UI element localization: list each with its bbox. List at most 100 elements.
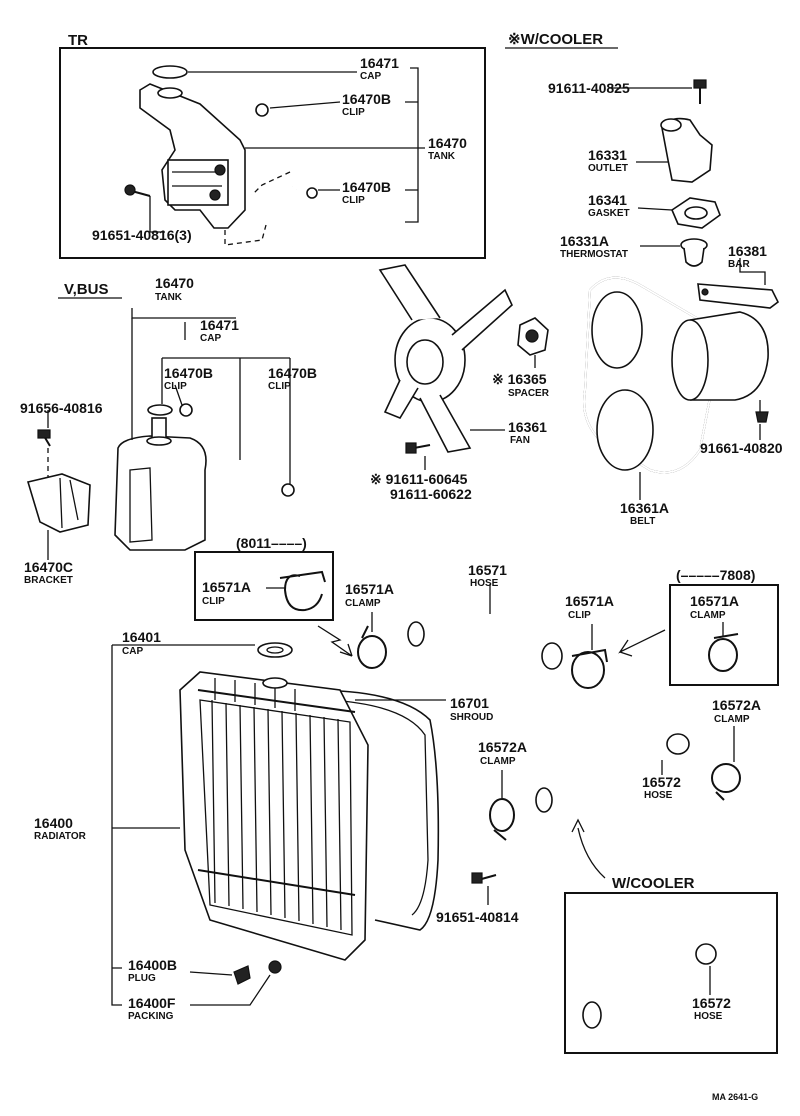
fan-no: 16361 <box>508 419 547 435</box>
vbus-clip2-name: CLIP <box>268 381 291 392</box>
clamp-old-box: (–––––7808) 16571A CLAMP <box>669 567 779 686</box>
fan-bolt2-no: 91611-60622 <box>390 486 472 502</box>
rad-cap-name: CAP <box>122 646 143 657</box>
bracket-part <box>26 473 91 533</box>
clip-b-group: 16571A CLIP <box>565 593 666 689</box>
clamp-a-part <box>357 635 387 669</box>
tr-clip2-name: CLIP <box>342 195 365 206</box>
vbus-section: V,BUS 16470 TANK 16471 CAP 16470B CLIP 1… <box>20 275 317 586</box>
clip-b-no: 16571A <box>565 593 614 609</box>
radiator-name: RADIATOR <box>34 831 87 842</box>
tr-clip1-no: 16470B <box>342 91 391 107</box>
fan-blade-2 <box>451 288 513 351</box>
packing-name: PACKING <box>128 1011 174 1022</box>
thermostat-no: 16331A <box>560 233 609 249</box>
clamp-a-no: 16571A <box>345 581 394 597</box>
bar-no: 16381 <box>728 243 767 259</box>
clamp-old-no: 16571A <box>690 593 739 609</box>
w-cooler-bottom-heading: W/COOLER <box>612 875 695 892</box>
spacer-name: SPACER <box>508 388 550 399</box>
tr-tank <box>139 83 246 229</box>
bracket-no: 16470C <box>24 559 73 575</box>
belt-name: BELT <box>630 516 655 527</box>
bar-part <box>697 283 780 309</box>
fan-blade-1 <box>378 264 441 321</box>
fan-blade-4 <box>383 379 419 419</box>
lower-hose-no: 16572 <box>642 774 681 790</box>
vbus-tank-part <box>114 435 207 551</box>
shroud-bolt-no: 91651-40814 <box>436 909 519 925</box>
lower-clamp2-no: 16572A <box>712 697 761 713</box>
radiator-group: 16401 CAP 16701 SHROUD 16400 RADIATOR 16… <box>34 629 493 1022</box>
belt-section: 91661-40820 16361A BELT <box>583 276 783 527</box>
bar-name: BAR <box>728 259 750 270</box>
spacer-no: ※ 16365 <box>492 371 547 387</box>
lower-clamp1-part <box>489 798 515 832</box>
clip-new-no: 16571A <box>202 579 251 595</box>
cooler-bottom-section: W/COOLER 16572 HOSE <box>564 875 778 1054</box>
lower-clamp1-name: CLAMP <box>480 756 516 767</box>
rad-cap-no: 16401 <box>122 629 161 645</box>
clip-b-name: CLIP <box>568 610 591 621</box>
outlet-name: OUTLET <box>588 163 628 174</box>
cooler-top-section: ※W/COOLER 91611-40825 16331 OUTLET 16341… <box>505 31 780 309</box>
cooler-hose-name: HOSE <box>694 1011 723 1022</box>
tr-tank-name: TANK <box>428 151 456 162</box>
shroud-no: 16701 <box>450 695 489 711</box>
tr-section: TR 16471 CAP 16470B CLIP 16470 <box>59 32 486 259</box>
tr-tank-no: 16470 <box>428 135 467 151</box>
plug-part <box>233 965 251 985</box>
upper-hose-no: 16571 <box>468 562 507 578</box>
lower-clamp1-no: 16572A <box>478 739 527 755</box>
vbus-cap-no: 16471 <box>200 317 239 333</box>
tr-cap-no: 16471 <box>360 55 399 71</box>
rad-cap-part <box>257 642 293 658</box>
clamp-a-name: CLAMP <box>345 598 381 609</box>
tr-bolt-no: 91651-40816(3) <box>92 227 192 243</box>
shroud-name: SHROUD <box>450 712 493 723</box>
clip-new-name: CLIP <box>202 596 225 607</box>
fan-blade-3 <box>419 394 472 453</box>
lower-clamp2-part <box>711 763 741 793</box>
upper-hose-name: HOSE <box>470 578 499 589</box>
clamp-old-name: CLAMP <box>690 610 726 621</box>
lower-clamp2-name: CLAMP <box>714 714 750 725</box>
vbus-heading: V,BUS <box>64 281 108 298</box>
upper-hose-group: 16571 HOSE <box>407 562 563 670</box>
packing-no: 16400F <box>128 995 176 1011</box>
pulley-part <box>689 311 769 401</box>
fan-bolt1-no: ※ 91611-60645 <box>370 471 468 487</box>
cooler-bolt-no: 91611-40825 <box>548 80 630 96</box>
vbus-clip2-no: 16470B <box>268 365 317 381</box>
footer-code: MA 2641-G <box>712 1092 758 1102</box>
belt-bolt-no: 91661-40820 <box>700 440 783 456</box>
date-from: (8011––––) <box>236 535 307 551</box>
vbus-clip1-no: 16470B <box>164 365 213 381</box>
thermostat-name: THERMOSTAT <box>560 249 628 260</box>
tr-cap-part <box>152 65 188 79</box>
packing-part <box>268 960 282 974</box>
tr-cap-name: CAP <box>360 71 381 82</box>
vbus-tank-no: 16470 <box>155 275 194 291</box>
tr-clip2-no: 16470B <box>342 179 391 195</box>
plug-name: PLUG <box>128 973 156 984</box>
gasket-no: 16341 <box>588 192 627 208</box>
clamp-a-group: 16571A CLAMP <box>345 581 394 669</box>
vbus-cap-name: CAP <box>200 333 221 344</box>
radiator-no: 16400 <box>34 815 73 831</box>
tr-heading: TR <box>68 32 88 49</box>
cooler-hose-no: 16572 <box>692 995 731 1011</box>
date-to: (–––––7808) <box>676 567 755 583</box>
w-cooler-top-heading: ※W/COOLER <box>508 31 603 48</box>
lower-hose-name: HOSE <box>644 790 673 801</box>
plug-no: 16400B <box>128 957 177 973</box>
clip-new-box: (8011––––) 16571A CLIP <box>194 535 353 657</box>
tr-clip1-name: CLIP <box>342 107 365 118</box>
belt-no: 16361A <box>620 500 669 516</box>
fan-name: FAN <box>510 435 530 446</box>
fan-section: 16361 FAN ※ 16365 SPACER ※ 91611-60645 9… <box>370 264 550 502</box>
gasket-name: GASKET <box>588 208 630 219</box>
vbus-tank-name: TANK <box>155 292 183 303</box>
vbus-clip1-name: CLIP <box>164 381 187 392</box>
